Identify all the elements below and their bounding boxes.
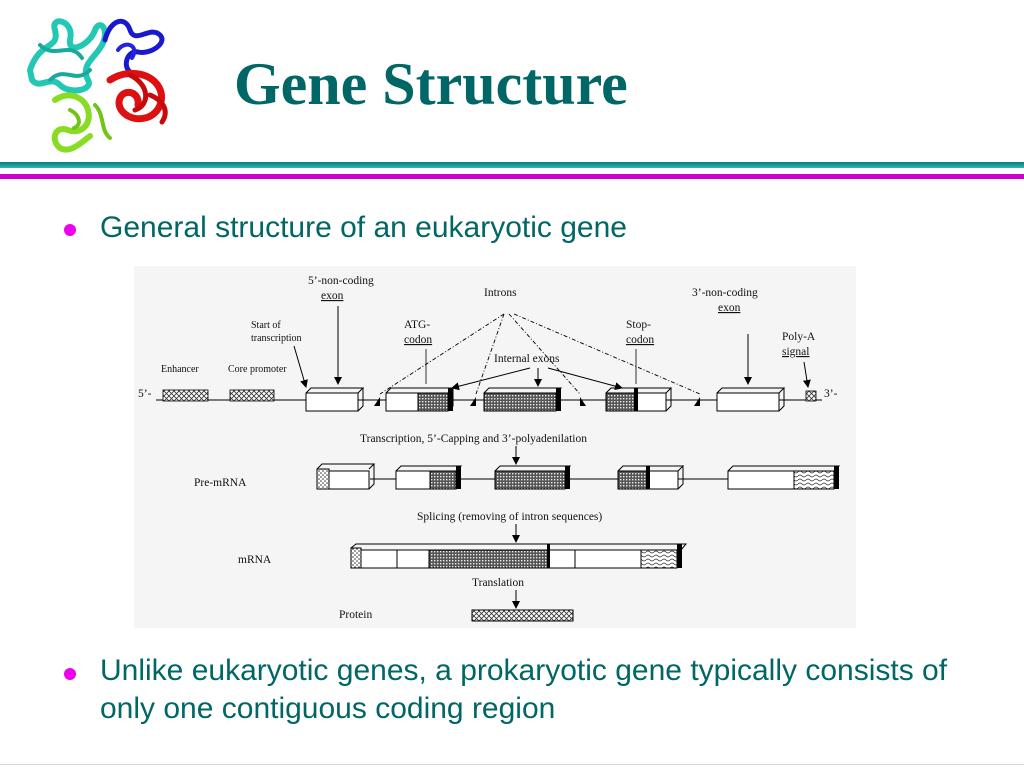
intron-markers (374, 397, 700, 406)
stop-codon-exon (605, 387, 673, 412)
atg-codon-label-2: codon (404, 334, 432, 346)
slide-title: Gene Structure (234, 51, 628, 117)
atg-codon-label-1: ATG- (404, 319, 430, 331)
bullet-2-text: Unlike eukaryotic genes, a prokaryotic g… (100, 654, 948, 725)
stop-codon-label-1: Stop- (626, 319, 651, 331)
pre-mrna-exons (316, 463, 841, 490)
gene-structure-diagram: 5’- 3’- Enhancer Core promoter (138, 275, 841, 622)
internal-exons-arrow-1 (451, 367, 531, 391)
introns-label: Introns (484, 287, 517, 299)
stop-codon-label-2: codon (626, 334, 654, 346)
mrna-label: mRNA (238, 554, 272, 566)
protein-label: Protein (339, 609, 372, 621)
atg-codon-exon (385, 387, 455, 412)
polya-label-1: Poly-A (782, 331, 816, 343)
start-transcription-label-1: Start of (251, 320, 281, 331)
enhancer-region (162, 389, 209, 402)
translation-step-label: Translation (472, 577, 524, 589)
bullet-1-text: General structure of an eukaryotic gene (100, 211, 627, 244)
three-prime-noncoding-exon (716, 387, 786, 412)
five-prime-noncoding-exon (305, 387, 365, 412)
protein-bar (471, 609, 574, 622)
intron-pointer-lines (379, 313, 701, 395)
mrna-transcript (350, 543, 688, 569)
core-promoter-label: Core promoter (228, 364, 287, 375)
internal-exons-label: Internal exons (494, 353, 560, 365)
footer-divider (0, 764, 1024, 765)
internal-exon (483, 387, 563, 412)
start-transcription-label-2: transcription (251, 333, 302, 344)
core-promoter-region (229, 389, 275, 402)
three-noncoding-label-2: exon (718, 302, 741, 314)
three-noncoding-label-1: 3’-non-coding (692, 287, 758, 299)
pre-mrna-label: Pre-mRNA (194, 477, 247, 489)
internal-exons-arrow-3 (547, 367, 623, 391)
enhancer-label: Enhancer (161, 364, 199, 375)
title-divider-teal (0, 162, 1024, 168)
five-prime-label: 5’- (138, 388, 152, 400)
bullet-dot (64, 668, 76, 680)
transcription-step-label: Transcription, 5’-Capping and 3’-polyade… (360, 433, 587, 445)
five-noncoding-label-1: 5’-non-coding (308, 275, 374, 287)
polya-label-2: signal (782, 346, 809, 358)
start-transcription-arrow (293, 345, 308, 388)
bullet-dot (64, 224, 76, 236)
protein-structure-logo (27, 18, 168, 153)
splicing-step-label: Splicing (removing of intron sequences) (417, 511, 602, 523)
three-prime-label: 3’- (824, 388, 838, 400)
poly-a-signal-box (805, 390, 817, 402)
five-noncoding-label-2: exon (321, 290, 344, 302)
polya-arrow (802, 361, 811, 388)
title-divider-magenta (0, 174, 1024, 179)
